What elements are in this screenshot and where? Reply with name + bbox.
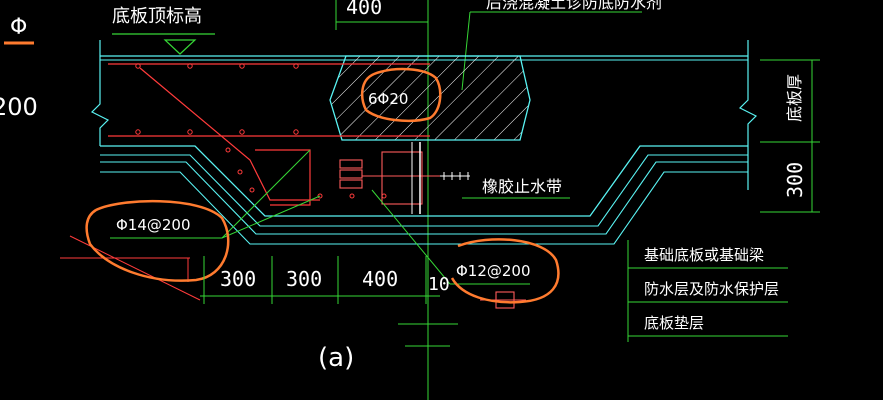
elevation-marker [163, 39, 197, 55]
right-dim-ticks [760, 59, 820, 213]
slab-bottom-profile [100, 145, 748, 217]
waterproof-layer-2 [100, 161, 748, 235]
dimension-300-b: 300 [286, 267, 322, 291]
waterproof-layer-1 [100, 154, 748, 227]
phi14-leader-1 [221, 149, 311, 239]
top-elevation-label: 底板顶标高 [112, 6, 202, 27]
top-dimension-400: 400 [346, 0, 382, 19]
annotation-circle-phi14 [85, 199, 230, 282]
annotation-circle-phi12 [450, 238, 560, 304]
phi14-leader-2 [221, 195, 321, 239]
dimension-300-a: 300 [220, 267, 256, 291]
figure-label: (a) [318, 343, 354, 373]
left-value-label: 200 [0, 93, 38, 121]
cushion-layer [100, 171, 748, 245]
phi12-leader [371, 189, 451, 285]
break-line-right [738, 40, 758, 190]
rebar-6phi20-label: 6Φ20 [368, 90, 408, 108]
rebar-phi12-label: Φ12@200 [456, 262, 531, 280]
rebar-dots [135, 63, 387, 199]
post-pour-label: 后浇混凝土诊防底防水剂 [486, 0, 662, 12]
annotation-circle-6phi20 [360, 67, 442, 123]
bent-rebar [139, 67, 320, 201]
waterstop-ticks [443, 172, 469, 180]
stirrup-rebar [255, 149, 311, 206]
diag-rebar [69, 235, 201, 301]
waterstop-detail [339, 151, 440, 205]
phi-symbol-label: Φ [10, 15, 27, 40]
legend-item-2: 防水层及防水保护层 [644, 280, 779, 298]
break-line-left [90, 40, 110, 146]
legend: 基础底板或基础梁 防水层及防水保护层 底板垫层 [627, 240, 788, 342]
slab-thickness-label: 底板厚 [785, 74, 804, 122]
legend-item-3: 底板垫层 [644, 314, 704, 332]
waterstop-label: 橡胶止水带 [482, 177, 562, 196]
rebar-phi14-label: Φ14@200 [116, 216, 191, 234]
bottom-dim-ticks [203, 256, 427, 304]
dimension-300-right: 300 [783, 162, 807, 198]
dimension-400-bottom: 400 [362, 267, 398, 291]
post-pour-block [329, 55, 531, 141]
legend-item-1: 基础底板或基础梁 [644, 246, 764, 264]
dimension-10: 10 [428, 274, 450, 295]
